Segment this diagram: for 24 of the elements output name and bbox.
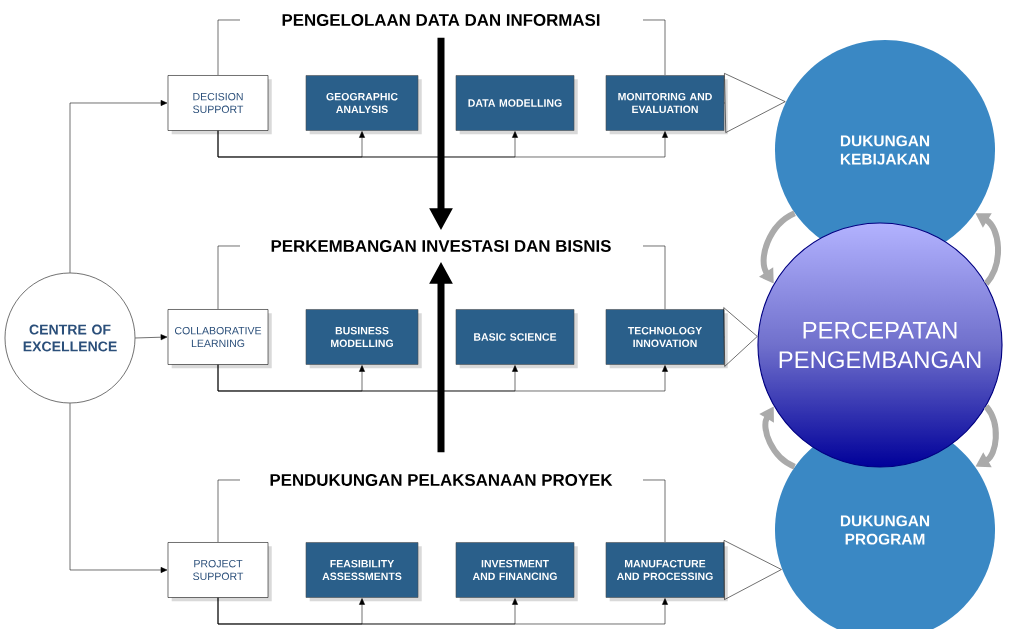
process-box: PROJECT SUPPORT bbox=[167, 542, 272, 602]
process-box: INVESTMENT AND FINANCING bbox=[455, 542, 578, 602]
process-box: BUSINESS MODELLING bbox=[305, 309, 422, 369]
process-box: BASIC SCIENCE bbox=[455, 309, 578, 369]
connector-arrow bbox=[69, 403, 168, 573]
section-heading: PENGELOLAAN DATA DAN INFORMASI bbox=[282, 14, 600, 26]
chevron-arrow bbox=[724, 73, 786, 133]
connector-arrow bbox=[217, 364, 668, 392]
process-box: DECISION SUPPORT bbox=[167, 75, 272, 135]
connector-arrow bbox=[135, 334, 168, 341]
connector-arrow bbox=[217, 597, 668, 625]
process-box: MANUFACTURE AND PROCESSING bbox=[605, 542, 728, 602]
process-box: MONITORING AND EVALUATION bbox=[605, 75, 728, 135]
process-box: GEOGRAPHIC ANALYSIS bbox=[305, 75, 422, 135]
process-box: COLLABORATIVE LEARNING bbox=[167, 309, 272, 369]
section-heading: PENDUKUNGAN PELAKSANAAN PROYEK bbox=[270, 474, 613, 486]
process-box: FEASIBILITY ASSESSMENTS bbox=[305, 542, 422, 602]
process-box: DATA MODELLING bbox=[455, 75, 578, 135]
connector-arrow bbox=[69, 100, 168, 273]
section-heading: PERKEMBANGAN INVESTASI DAN BISNIS bbox=[271, 240, 611, 252]
connector-arrow bbox=[217, 130, 668, 158]
chevron-arrow bbox=[723, 540, 782, 600]
process-box: TECHNOLOGY INNOVATION bbox=[605, 309, 728, 369]
chevron-arrow bbox=[723, 307, 758, 367]
